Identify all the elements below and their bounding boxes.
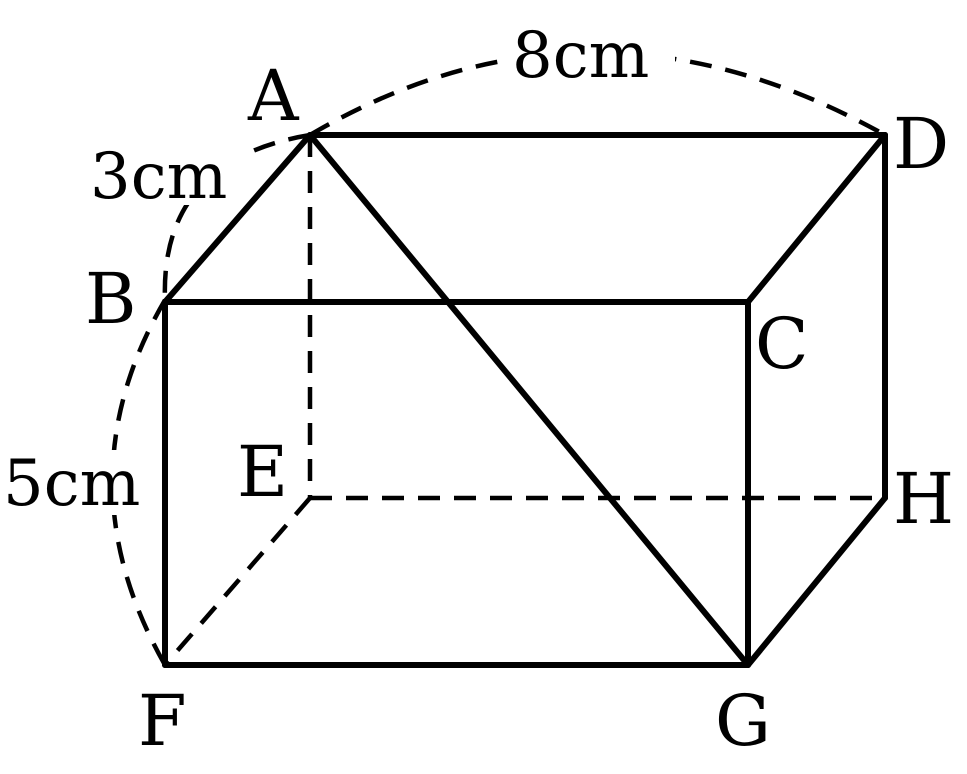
vertex-label-h: H	[893, 458, 954, 540]
width-label: 3cm	[90, 140, 227, 214]
vertex-label-e: E	[237, 431, 288, 513]
diagonal-ag	[307, 132, 751, 668]
edge-ef	[163, 496, 312, 667]
vertex-label-c: C	[755, 303, 809, 385]
vertex-label-a: A	[247, 55, 300, 137]
vertex-label-d: D	[893, 103, 949, 185]
edge-dc	[745, 132, 888, 305]
vertex-label-g: G	[715, 680, 771, 762]
vertex-label-f: F	[138, 680, 187, 762]
length-label: 8cm	[512, 19, 649, 93]
height-label: 5cm	[3, 447, 140, 521]
edge-ab	[162, 132, 313, 305]
edge-gh	[745, 495, 888, 668]
vertex-label-b: B	[85, 258, 136, 340]
